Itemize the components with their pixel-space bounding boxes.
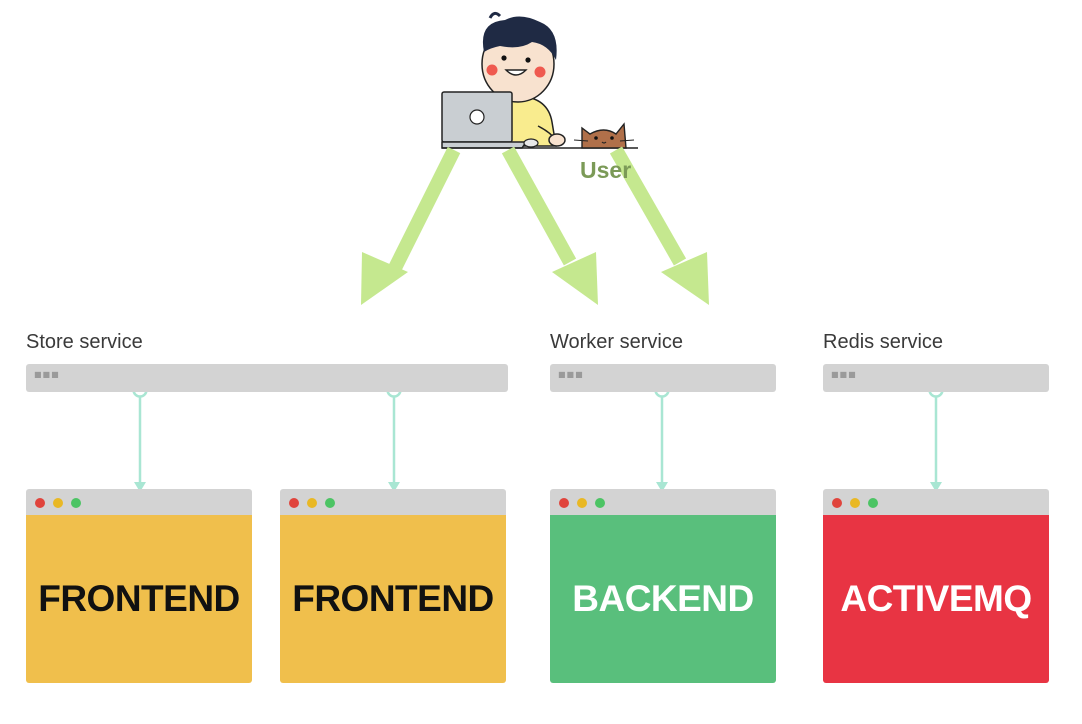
bar-dots-icon: ■■■ (558, 370, 584, 379)
activemq-window: ACTIVEMQ (823, 489, 1049, 683)
close-dot-icon (35, 498, 45, 508)
minimize-dot-icon (850, 498, 860, 508)
window-titlebar (550, 489, 776, 515)
window-body: FRONTEND (280, 515, 506, 683)
maximize-dot-icon (595, 498, 605, 508)
store-service-bar: ■■■ (26, 364, 508, 392)
service-connectors (132, 382, 944, 492)
connector-redis-activemq (928, 382, 944, 492)
window-label: ACTIVEMQ (840, 578, 1032, 619)
minimize-dot-icon (577, 498, 587, 508)
frontend-window-2: FRONTEND (280, 489, 506, 683)
window-body: ACTIVEMQ (823, 515, 1049, 683)
backend-window: BACKEND (550, 489, 776, 683)
minimize-dot-icon (53, 498, 63, 508)
user-illustration (441, 11, 638, 149)
worker-service-label: Worker service (550, 331, 683, 353)
user-label: User (580, 157, 632, 183)
arrow-to-redis-service (609, 146, 687, 266)
connector-store-frontend-2 (386, 382, 402, 492)
window-titlebar (823, 489, 1049, 515)
worker-service-bar: ■■■ (550, 364, 776, 392)
arrow-head-redis (661, 252, 709, 305)
window-label: FRONTEND (292, 578, 494, 619)
bar-dots-icon: ■■■ (34, 370, 60, 379)
connector-store-frontend-1 (132, 382, 148, 492)
redis-service-label: Redis service (823, 331, 944, 353)
store-service-label: Store service (26, 331, 143, 353)
window-titlebar (280, 489, 506, 515)
arrow-head-worker (552, 252, 598, 305)
close-dot-icon (289, 498, 299, 508)
maximize-dot-icon (71, 498, 81, 508)
maximize-dot-icon (868, 498, 878, 508)
arrow-to-worker-service (501, 146, 577, 266)
window-titlebar (26, 489, 252, 515)
redis-service-bar: ■■■ (823, 364, 1049, 392)
maximize-dot-icon (325, 498, 335, 508)
window-body: FRONTEND (26, 515, 252, 683)
bar-dots-icon: ■■■ (831, 370, 857, 379)
arrow-to-store-service (387, 146, 461, 274)
minimize-dot-icon (307, 498, 317, 508)
connector-worker-backend (654, 382, 670, 492)
close-dot-icon (832, 498, 842, 508)
window-body: BACKEND (550, 515, 776, 683)
window-label: FRONTEND (38, 578, 240, 619)
close-dot-icon (559, 498, 569, 508)
cat-icon (573, 122, 635, 149)
user-arrows (361, 146, 709, 305)
arrow-head-store (361, 252, 408, 305)
frontend-window-1: FRONTEND (26, 489, 252, 683)
window-label: BACKEND (572, 578, 754, 619)
